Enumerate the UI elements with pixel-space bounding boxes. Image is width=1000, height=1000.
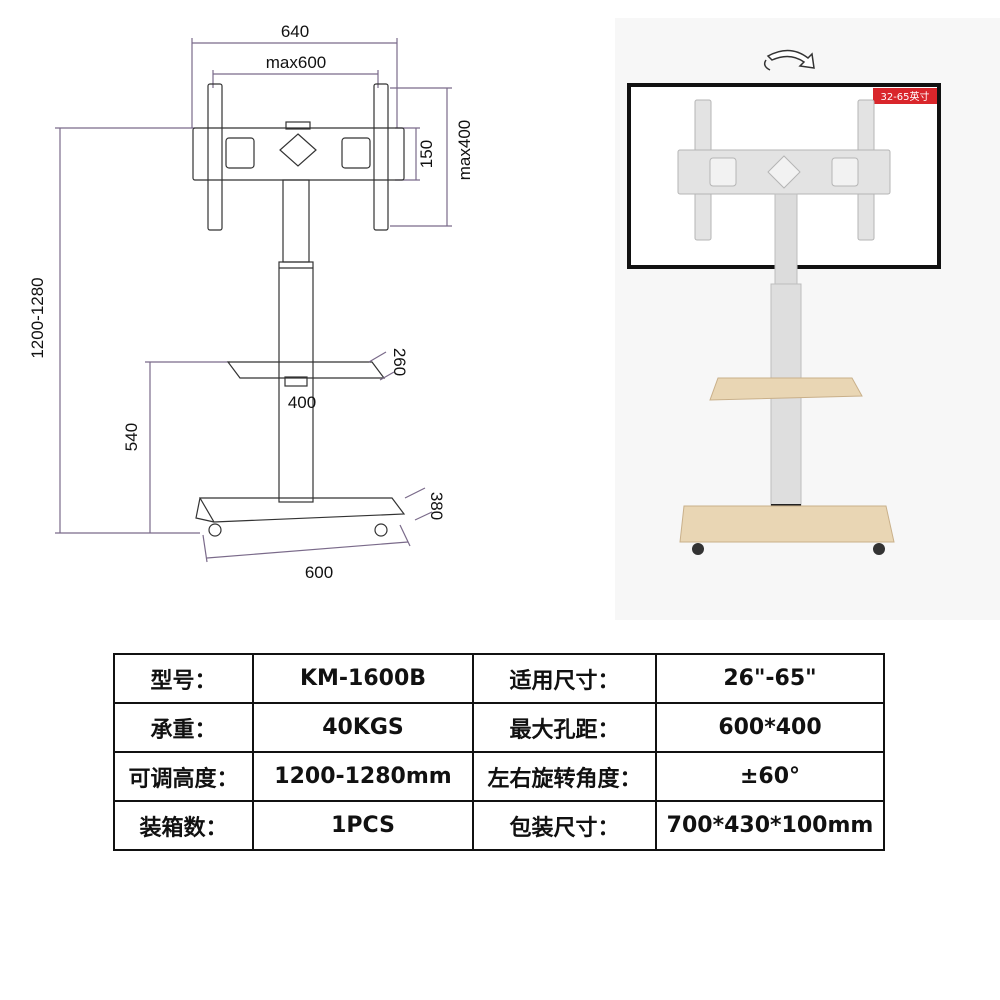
- technical-drawing: [55, 38, 452, 563]
- spec-value: 1PCS: [252, 800, 474, 851]
- table-row: 型号： KM-1600B 适用尺寸： 26"-65": [113, 653, 885, 704]
- dim-shelf-height: 540: [122, 423, 141, 451]
- dim-vesa-height-max: max400: [455, 120, 474, 180]
- table-row: 承重： 40KGS 最大孔距： 600*400: [113, 702, 885, 753]
- spec-label: 承重：: [113, 702, 254, 753]
- screen-size-badge: [873, 88, 937, 104]
- spec-value: 600*400: [655, 702, 885, 753]
- wood-shelf: [709, 377, 863, 401]
- dim-vesa-width: max600: [266, 53, 326, 72]
- dim-height-range: 1200-1280: [28, 277, 47, 358]
- spec-value: KM-1600B: [252, 653, 474, 704]
- spec-label: 装箱数：: [113, 800, 254, 851]
- spec-value: 26"-65": [655, 653, 885, 704]
- product-drawing: 640 max600 150 max400 1200-1280 540 260 …: [28, 18, 1000, 620]
- product-photo: 32-65英寸: [615, 18, 1000, 620]
- spec-label: 包装尺寸：: [472, 800, 657, 851]
- spec-label: 可调高度：: [113, 751, 254, 802]
- table-row: 装箱数： 1PCS 包装尺寸： 700*430*100mm: [113, 800, 885, 851]
- screen-size-badge-text: 32-65英寸: [880, 90, 929, 103]
- spec-value: 1200-1280mm: [252, 751, 474, 802]
- spec-label: 最大孔距：: [472, 702, 657, 753]
- dim-shelf-depth: 260: [390, 348, 409, 376]
- dim-base-depth: 380: [427, 492, 446, 520]
- spec-table: 型号： KM-1600B 适用尺寸： 26"-65" 承重： 40KGS 最大孔…: [113, 653, 885, 851]
- spec-label: 型号：: [113, 653, 254, 704]
- dim-vesa-height-small: 150: [417, 140, 436, 168]
- dim-base-width: 600: [305, 563, 333, 582]
- wood-base: [679, 505, 895, 543]
- spec-label: 适用尺寸：: [472, 653, 657, 704]
- spec-value: 40KGS: [252, 702, 474, 753]
- spec-label: 左右旋转角度：: [472, 751, 657, 802]
- dim-shelf-width: 400: [288, 393, 316, 412]
- spec-value: 700*430*100mm: [655, 800, 885, 851]
- rotate-arrow-icon: [766, 49, 815, 69]
- table-row: 可调高度： 1200-1280mm 左右旋转角度： ±60°: [113, 751, 885, 802]
- spec-value: ±60°: [655, 751, 885, 802]
- dim-width-total: 640: [281, 22, 309, 41]
